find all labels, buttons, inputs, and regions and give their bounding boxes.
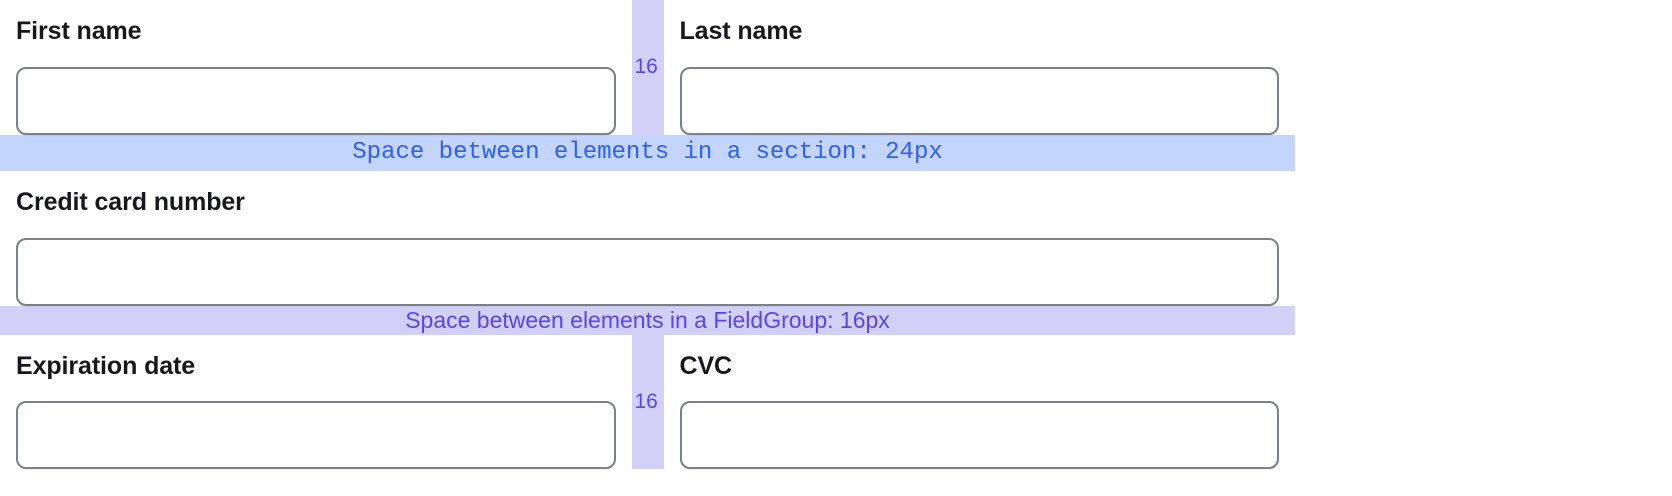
input-cvc[interactable] [679,401,1279,470]
annotation-band-fieldgroup-spacing: Space between elements in a FieldGroup: … [0,305,1295,335]
input-first-name[interactable] [16,66,616,135]
field-first-name: First name [0,0,632,135]
label-credit-card-number: Credit card number [16,187,245,216]
label-first-name: First name [16,17,142,45]
column-gap-strip-expiry-row: 16 [631,334,664,470]
input-credit-card-number[interactable] [16,237,1279,306]
checkout-form-spacing-diagram: First name 16 Last name Space between el… [0,0,1296,470]
column-gap-label: 16 [634,55,658,78]
field-credit-card-number: Credit card number [0,171,1295,306]
expiry-cvc-row: Expiration date 16 CVC [0,334,1296,470]
column-gap-label: 16 [634,389,658,413]
label-last-name: Last name [679,17,803,45]
label-expiration-date: Expiration date [16,351,196,380]
annotation-fieldgroup-spacing-text: Space between elements in a FieldGroup: … [405,306,890,333]
name-row: First name 16 Last name [0,0,1295,135]
field-last-name: Last name [664,0,1296,135]
card-row: Credit card number [0,171,1295,306]
input-last-name[interactable] [679,66,1279,135]
field-expiration-date: Expiration date [0,335,632,470]
field-cvc: CVC [664,335,1296,470]
label-cvc: CVC [679,351,733,380]
input-expiration-date[interactable] [16,401,616,470]
annotation-section-spacing-text: Space between elements in a section: 24p… [352,138,943,166]
annotation-band-section-spacing: Space between elements in a section: 24p… [0,134,1295,171]
column-gap-strip-name-row: 16 [631,0,664,135]
